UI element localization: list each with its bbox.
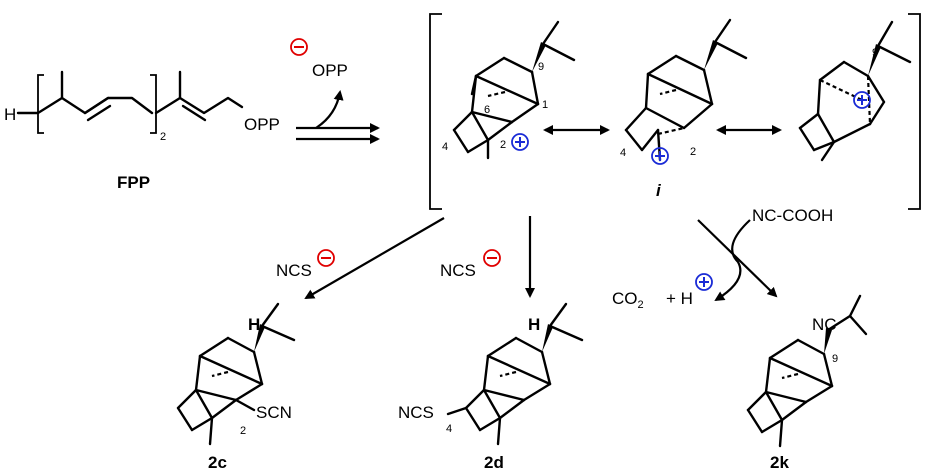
ncs-label-mid: NCS bbox=[440, 261, 476, 280]
cation-resonance-3: 9 bbox=[798, 20, 912, 162]
isocyanoacetic-acid: NC-COOH CO2 + H bbox=[612, 206, 833, 311]
scn-label: SCN bbox=[256, 403, 292, 422]
minus-charge-icon bbox=[290, 38, 308, 56]
thiocyanate-middle: NCS bbox=[440, 249, 501, 280]
arrow-to-2c bbox=[304, 217, 445, 300]
fpp-opp-label: OPP bbox=[244, 115, 280, 134]
opp-anion-label: OPP bbox=[312, 61, 348, 80]
locant-9-2k: 9 bbox=[832, 353, 838, 365]
nc-label: NC bbox=[812, 315, 837, 334]
product-2c: H SCN 2 2c bbox=[176, 302, 296, 472]
nc-cooh-label: NC-COOH bbox=[752, 206, 833, 225]
locant-2-2c: 2 bbox=[240, 425, 246, 437]
minus-charge-icon-ncs1 bbox=[317, 249, 335, 267]
intermediate-label: i bbox=[656, 181, 662, 200]
left-bracket bbox=[429, 13, 442, 210]
compound-2c-label: 2c bbox=[208, 453, 227, 472]
fpp-repeat-subscript: 2 bbox=[160, 131, 166, 143]
locant-6: 6 bbox=[484, 104, 490, 116]
compound-2k-label: 2k bbox=[770, 453, 789, 472]
locant-2-b: 2 bbox=[690, 146, 696, 158]
plus-charge-icon bbox=[511, 133, 529, 151]
locant-2: 2 bbox=[500, 139, 506, 151]
fpp-name: FPP bbox=[117, 173, 150, 192]
co2-label: CO2 bbox=[612, 289, 644, 311]
ncs-label-left: NCS bbox=[276, 261, 312, 280]
ncs-substituent-label: NCS bbox=[398, 403, 434, 422]
thiocyanate-left: NCS bbox=[276, 249, 335, 280]
locant-4: 4 bbox=[442, 141, 448, 153]
opp-leaving-group: OPP bbox=[290, 38, 348, 129]
proton-label: + H bbox=[666, 289, 693, 308]
right-bracket bbox=[908, 13, 921, 210]
cation-resonance-2: 4 2 bbox=[620, 18, 748, 165]
plus-charge-icon-3 bbox=[853, 91, 871, 109]
locant-4-b: 4 bbox=[620, 147, 626, 159]
product-2d: H NCS 4 2d bbox=[398, 302, 584, 472]
arrow-to-2k bbox=[697, 219, 778, 298]
h-atom-2c: H bbox=[248, 315, 260, 334]
minus-charge-icon-ncs2 bbox=[483, 249, 501, 267]
product-2k: NC 9 2k bbox=[746, 294, 868, 472]
compound-2d-label: 2d bbox=[484, 453, 504, 472]
locant-1: 1 bbox=[542, 99, 548, 111]
locant-9: 9 bbox=[538, 61, 544, 73]
locant-4-2d: 4 bbox=[446, 423, 452, 435]
h-atom-2d: H bbox=[528, 315, 540, 334]
cation-resonance-1: 9 6 1 4 2 bbox=[442, 20, 576, 160]
reaction-arrows-fpp bbox=[296, 123, 380, 144]
plus-charge-icon-h bbox=[695, 273, 713, 291]
plus-charge-icon-2 bbox=[651, 147, 669, 165]
fpp-hydrogen-label: H bbox=[4, 105, 16, 124]
fpp-structure: H 2 OPP FPP bbox=[4, 70, 280, 192]
locant-9-c: 9 bbox=[872, 47, 878, 59]
